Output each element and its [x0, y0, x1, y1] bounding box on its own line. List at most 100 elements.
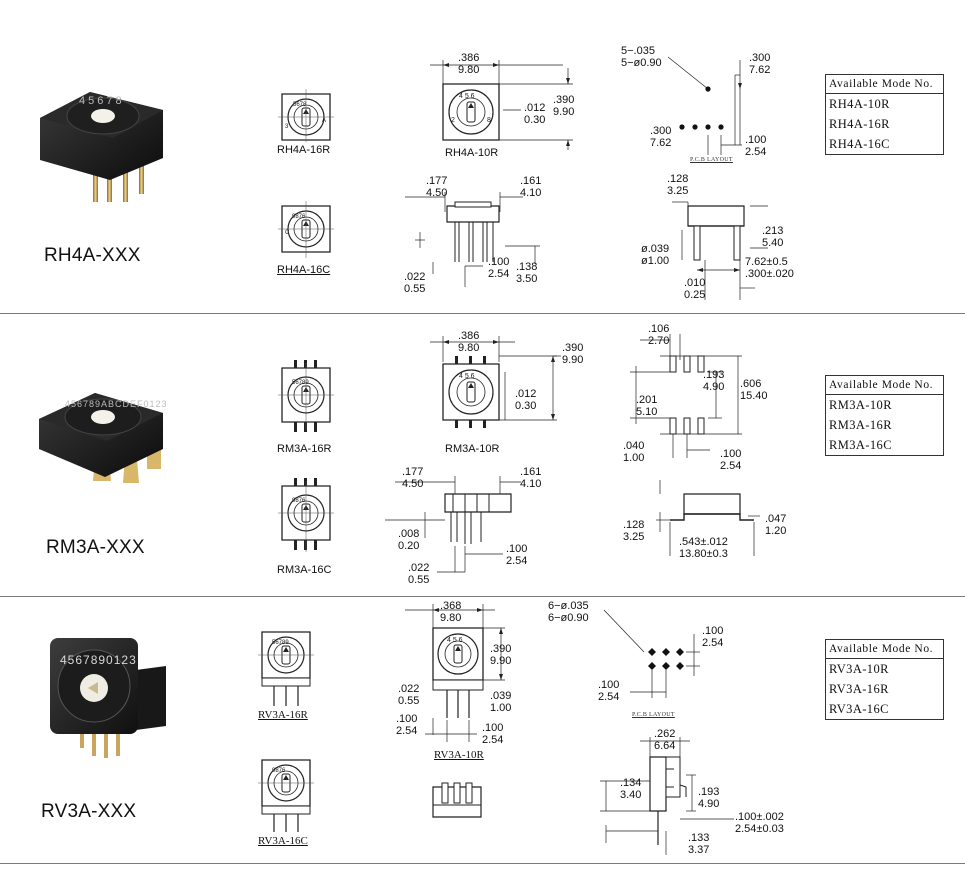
mode-item: RH4A-10R [829, 97, 890, 111]
svg-text:9876: 9876 [292, 498, 306, 504]
available-mode-box: Available Mode No. RH4A-10R RH4A-16R RH4… [825, 74, 944, 155]
rv3a-pcb-layout [600, 600, 710, 710]
rm3a-16c-top-view: 9876 [276, 478, 336, 554]
rh4a-side-view [405, 182, 555, 292]
rh4a-10r-top-view: 4 5 6 2 8 [425, 60, 585, 150]
pcb-layout-caption: P.C.B LAYOUT [632, 712, 675, 718]
svg-text:9876: 9876 [272, 768, 286, 774]
available-mode-box: Available Mode No. RV3A-10R RV3A-16R RV3… [825, 639, 944, 720]
rv3a-16r-top-view: 56789 [256, 628, 316, 708]
rh4a-photo-dial-digits: 45678 [79, 95, 125, 107]
svg-text:56789: 56789 [272, 640, 289, 646]
mode-item: RH4A-16C [829, 137, 890, 151]
svg-text:C: C [285, 230, 290, 236]
rv3a-bottom-view [432, 783, 482, 819]
rh4a-pcb-layout [640, 45, 742, 155]
label-16r: RH4A-16R [277, 144, 331, 156]
svg-text:5678: 5678 [293, 102, 307, 108]
available-mode-box: Available Mode No. RM3A-10R RM3A-16R RM3… [825, 375, 944, 456]
rm3a-16r-top-view: 56789 [276, 360, 336, 432]
rv3a-photo-dial-digits: 4567890123 [60, 653, 137, 667]
svg-text:4 5 6: 4 5 6 [459, 93, 475, 100]
rh4a-16c-top-view: 9876 C [276, 200, 336, 260]
rm3a-right-view [630, 476, 770, 556]
rm3a-product-photo: 456789ABCDEF0123 [39, 393, 168, 483]
mode-item: RV3A-10R [829, 662, 889, 676]
rv3a-product-photo: 4567890123 [50, 638, 166, 758]
svg-text:2: 2 [451, 117, 455, 124]
mode-item: RV3A-16C [829, 702, 889, 716]
svg-text:4 5 6: 4 5 6 [447, 637, 463, 644]
rm3a-pad-layout [630, 330, 750, 460]
rv3a-side-view [600, 735, 740, 855]
label-16c: RM3A-16C [277, 564, 332, 576]
label-10r: RH4A-10R [445, 147, 499, 159]
mode-item: RM3A-10R [829, 398, 892, 412]
section-divider [0, 313, 965, 314]
svg-text:4 5 6: 4 5 6 [459, 373, 475, 380]
mode-box-header: Available Mode No. [826, 376, 943, 395]
label-10r: RV3A-10R [434, 749, 484, 761]
label-16r: RV3A-16R [258, 709, 308, 721]
mode-box-header: Available Mode No. [826, 640, 943, 659]
section-divider [0, 863, 965, 864]
rm3a-side-view [385, 472, 545, 572]
section-divider [0, 596, 965, 597]
rm3a-photo-dial-digits: 456789ABCDEF0123 [65, 399, 168, 409]
svg-text:3: 3 [285, 124, 289, 130]
rm3a-10r-top-view: 4 5 6 [425, 332, 585, 428]
svg-text:A: A [322, 118, 326, 124]
svg-text:56789: 56789 [292, 380, 309, 386]
rv3a-10r-top-view: 4 5 6 [405, 600, 515, 750]
mode-box-header: Available Mode No. [826, 75, 943, 94]
mode-item: RV3A-16R [829, 682, 889, 696]
rh4a-product-photo: 45678 [40, 92, 163, 202]
svg-text:9876: 9876 [292, 214, 306, 220]
mode-item: RH4A-16R [829, 117, 890, 131]
mode-item: RM3A-16R [829, 418, 892, 432]
label-16c: RH4A-16C [277, 264, 331, 276]
rh4a-right-view [660, 190, 780, 300]
rv3a-16c-top-view: 9876 [256, 756, 316, 834]
label-16c: RV3A-16C [258, 835, 308, 847]
